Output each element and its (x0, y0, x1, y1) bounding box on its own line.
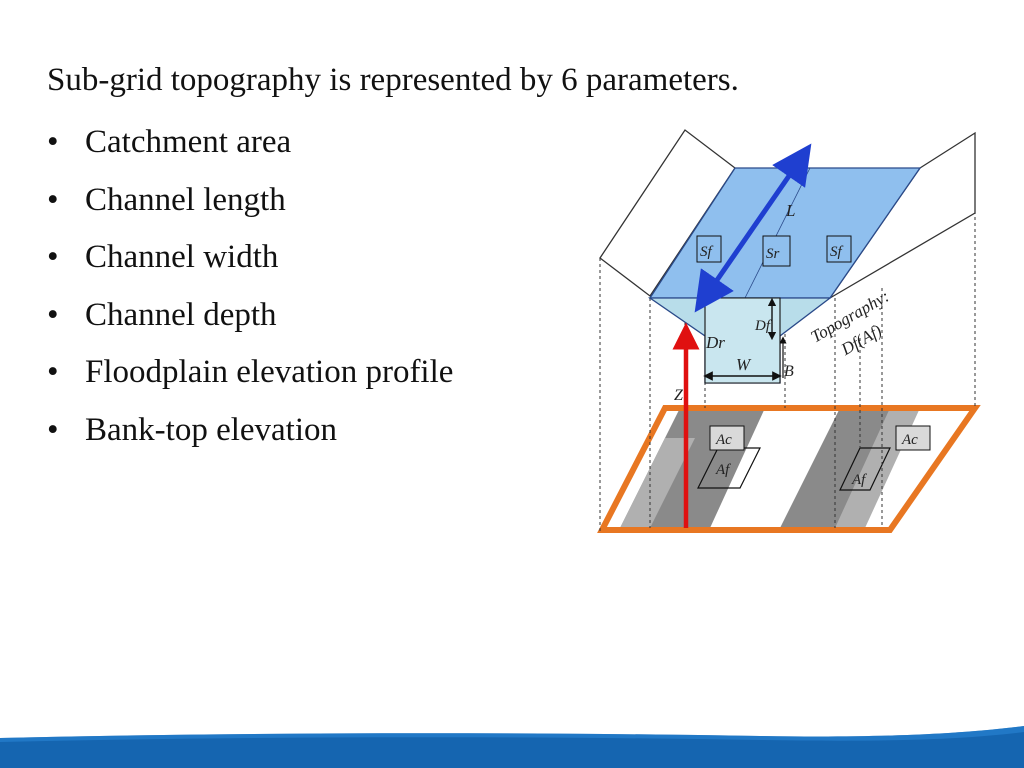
list-item: • Channel depth (47, 287, 453, 345)
list-item: • Floodplain elevation profile (47, 344, 453, 402)
slide-intro-text: Sub-grid topography is represented by 6 … (47, 62, 739, 98)
label-z: Z (674, 387, 684, 404)
channel-length-arrow (694, 143, 812, 313)
bullet-icon: • (47, 124, 59, 160)
label-af-right: Af (851, 472, 867, 488)
label-df: Df (754, 318, 772, 334)
label-w: W (736, 355, 752, 374)
list-item: • Catchment area (47, 114, 453, 172)
label-sf-left: Sf (700, 244, 714, 260)
list-item-label: Channel width (85, 239, 279, 275)
shadow-strip-left-light (620, 438, 695, 528)
ac-right-box (895, 425, 931, 451)
bullet-icon: • (47, 354, 59, 390)
label-dr: Dr (705, 333, 725, 352)
label-b: B (784, 363, 794, 380)
list-item-label: Channel depth (85, 296, 277, 333)
label-L: L (785, 201, 795, 220)
list-item: • Channel length (47, 172, 453, 230)
list-item-label: Catchment area (85, 124, 292, 160)
ac-left-box (709, 425, 745, 451)
label-ac-right: Ac (901, 432, 918, 448)
sf-left-box (696, 235, 722, 263)
label-ac-left: Ac (715, 432, 732, 448)
label-sf-right: Sf (830, 244, 844, 260)
list-item-label: Channel length (85, 181, 286, 218)
bullet-icon: • (47, 181, 59, 218)
bullet-icon: • (47, 411, 59, 448)
bullet-icon: • (47, 296, 59, 333)
footer-wave-banner (0, 726, 1024, 768)
sf-right-box (826, 235, 852, 263)
grid-cell-border (597, 405, 981, 533)
list-item-label: Floodplain elevation profile (85, 354, 454, 390)
floodplain-box-right (839, 447, 891, 491)
floodplain-box-left (697, 447, 761, 489)
list-item: • Channel width (47, 229, 453, 287)
sr-box (762, 235, 791, 267)
parameter-list: • Catchment area • Channel length • Channel… (47, 114, 453, 459)
list-item-label: Bank-top elevation (85, 411, 338, 448)
label-sr: Sr (766, 246, 780, 262)
bullet-icon: • (47, 239, 59, 275)
label-af-left: Af (715, 462, 731, 478)
subgrid-topography-diagram: L Sf Sr Sf Dr Df W B Z Topography: Df(Af… (597, 129, 981, 533)
list-item: • Bank-top elevation (47, 402, 453, 460)
projection-lines (599, 130, 976, 533)
